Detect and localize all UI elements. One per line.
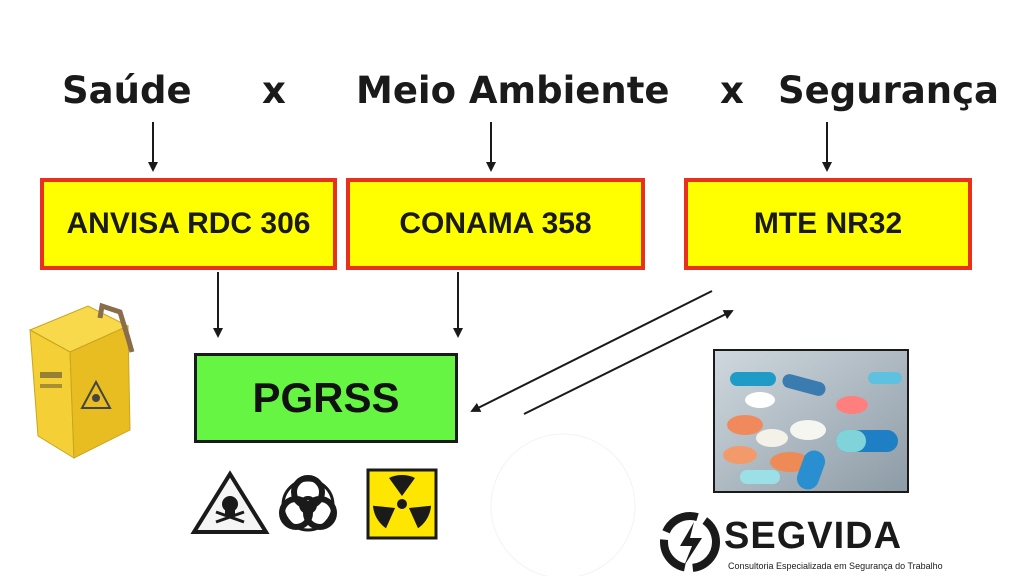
pills-photo — [713, 349, 909, 493]
biohazard-icon — [279, 475, 337, 532]
box-anvisa: ANVISA RDC 306 — [40, 178, 337, 270]
radiation-icon — [366, 468, 438, 540]
faint-circle — [490, 433, 636, 576]
sharps-disposal-box-icon — [28, 302, 135, 459]
segvida-logo-icon — [660, 512, 720, 572]
box-conama: CONAMA 358 — [346, 178, 645, 270]
arrow-mte-to-pgrss — [470, 290, 713, 412]
logo-name: SEGVIDA — [724, 515, 903, 557]
heading-separator-2: x — [720, 69, 744, 112]
heading-separator-1: x — [262, 69, 286, 112]
box-mte: MTE NR32 — [684, 178, 972, 270]
heading-seguranca: Segurança — [778, 69, 1000, 112]
heading-meio-ambiente: Meio Ambiente — [356, 69, 670, 112]
arrow-pgrss-to-mte — [523, 310, 734, 415]
logo-tagline: Consultoria Especializada em Segurança d… — [728, 561, 943, 571]
toxic-skull-icon — [190, 470, 270, 534]
heading-saude: Saúde — [62, 69, 192, 112]
box-pgrss: PGRSS — [194, 353, 458, 443]
